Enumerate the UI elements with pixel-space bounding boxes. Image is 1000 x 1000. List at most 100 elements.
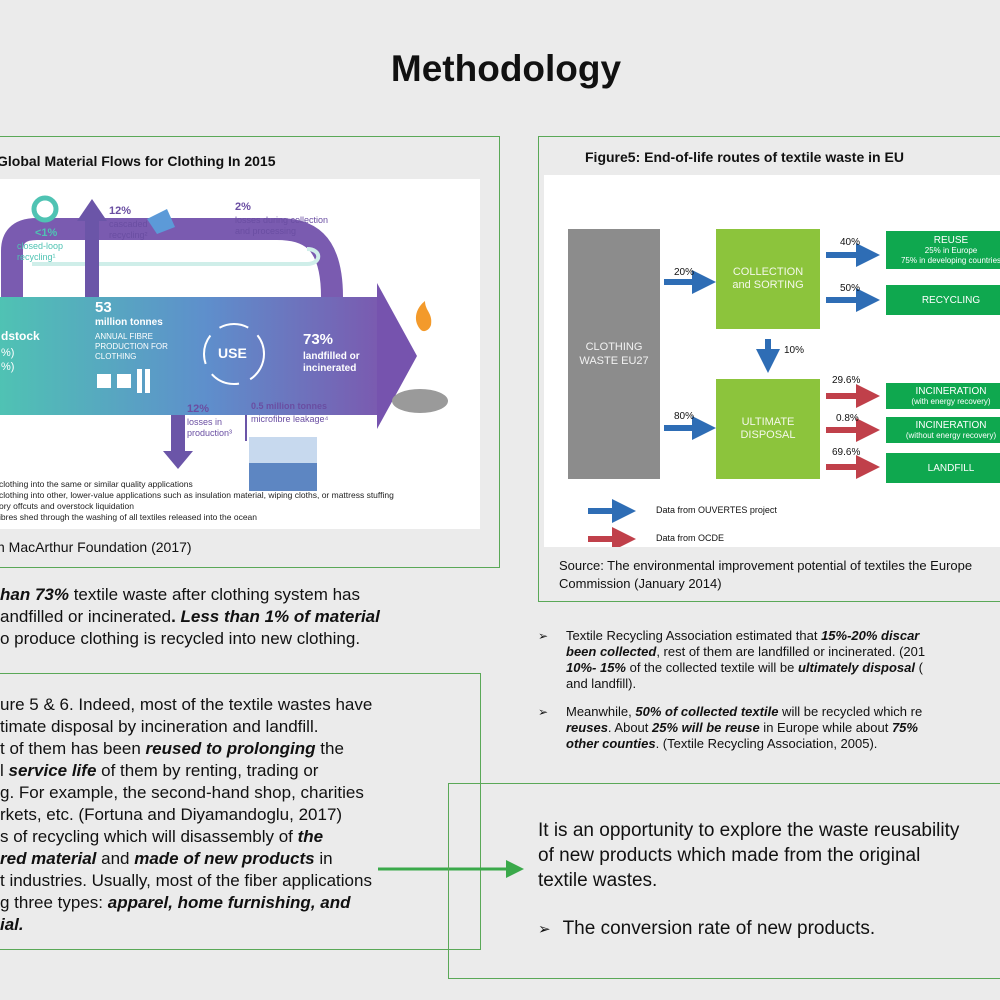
feedstock-label: dstock bbox=[1, 329, 40, 343]
bullet-2-about: . About bbox=[607, 720, 653, 735]
ultimate-disposal-label: ULTIMATE DISPOSAL bbox=[740, 416, 796, 441]
opportunity-bullet-arrow-icon: ➢ bbox=[538, 921, 551, 938]
bullet-2-other-counties: other counties bbox=[566, 736, 656, 751]
bullet-1-10-15: 10%- 15% bbox=[566, 660, 626, 675]
closed-loop-icon bbox=[31, 195, 59, 223]
incineration-energy-sub: (with energy recovery) bbox=[911, 396, 991, 406]
incineration-no-energy-title: INCINERATION bbox=[915, 419, 987, 431]
waste-pile-icon bbox=[392, 389, 448, 413]
bullet-1-collected: been collected bbox=[566, 644, 657, 659]
eol-arrows-svg bbox=[588, 243, 880, 547]
reuse-box: REUSE 25% in Europe 75% in developing co… bbox=[886, 231, 1000, 269]
bullet-2-50-percent: 50% of collected textile bbox=[635, 704, 779, 719]
ultimate-disposal-box: ULTIMATE DISPOSAL bbox=[716, 379, 820, 479]
cascaded-pct: 12% bbox=[109, 205, 132, 217]
production-loss-label: losses in production³ bbox=[187, 417, 233, 438]
clothing-icon bbox=[97, 374, 111, 388]
summary-less-1-percent: Less than 1% of material bbox=[180, 607, 380, 626]
production-loss-arrow bbox=[163, 451, 193, 469]
discussion-line-8: red material and made of new products in bbox=[0, 848, 333, 870]
discussion-line-10a: g three types: bbox=[0, 893, 108, 912]
landfill-pct: 73% bbox=[303, 331, 334, 348]
footnote-1: clothing into the same or similar qualit… bbox=[0, 479, 193, 489]
opportunity-bullet: ➢ The conversion rate of new products. bbox=[538, 918, 875, 940]
discussion-new-products: made of new products bbox=[134, 849, 315, 868]
tonnes-desc: ANNUAL FIBRE PRODUCTION FOR CLOTHING bbox=[95, 332, 168, 361]
discussion-line-4a: l bbox=[0, 761, 9, 780]
fire-icon bbox=[415, 301, 432, 332]
figure-right-source-1: Source: The environmental improvement po… bbox=[559, 558, 973, 573]
losses-label: losses during collection and processing bbox=[235, 215, 329, 236]
main-flow-band bbox=[0, 297, 377, 415]
bullet-2-75-percent: 75% bbox=[891, 720, 918, 735]
discussion-line-11-text: ial. bbox=[0, 915, 24, 934]
discussion-line-11: ial. bbox=[0, 914, 24, 936]
landfill-label: LANDFILL bbox=[927, 462, 975, 474]
summary-line-2-start: andfilled or incinerated bbox=[0, 607, 172, 626]
cloth-scrap-icon bbox=[147, 209, 175, 234]
discussion-in: in bbox=[314, 849, 333, 868]
discussion-the: the bbox=[297, 827, 324, 846]
bullet-2-line-2d: in Europe while about bbox=[759, 720, 892, 735]
discussion-line-3a: t of them has been bbox=[0, 739, 146, 758]
summary-line-1: han 73% textile waste after clothing sys… bbox=[0, 584, 360, 606]
incineration-energy-box: INCINERATION (with energy recovery) bbox=[886, 383, 1000, 409]
incineration-no-energy-box: INCINERATION (without energy recovery) bbox=[886, 417, 1000, 443]
figure-left-caption: Global Material Flows for Clothing In 20… bbox=[0, 153, 276, 169]
opportunity-line-3: textile wastes. bbox=[538, 870, 658, 891]
main-flow-arrowhead bbox=[377, 283, 417, 429]
discussion-service-life: service life bbox=[8, 761, 97, 780]
use-label: USE bbox=[218, 345, 247, 361]
pct-0-8: 0.8% bbox=[836, 413, 859, 424]
reuse-title: REUSE bbox=[933, 234, 969, 246]
pct-29-6: 29.6% bbox=[832, 375, 861, 386]
discussion-line-4c: of them by renting, trading or bbox=[96, 761, 319, 780]
landfill-box: LANDFILL bbox=[886, 453, 1000, 483]
bullet-2-25-percent: 25% will be reuse bbox=[652, 720, 760, 735]
discussion-box bbox=[0, 673, 481, 950]
reuse-europe: 25% in Europe bbox=[924, 245, 978, 255]
pct-50: 50% bbox=[840, 283, 861, 294]
opportunity-bullet-text: The conversion rate of new products. bbox=[562, 918, 876, 939]
collection-sorting-box: COLLECTION and SORTING bbox=[716, 229, 820, 329]
bullet-1: ➢ Textile Recycling Association estimate… bbox=[538, 628, 1000, 692]
clothing-waste-box: CLOTHING WASTE EU27 bbox=[568, 229, 660, 479]
collection-sorting-label: COLLECTION and SORTING bbox=[732, 266, 804, 291]
connector-arrow-icon bbox=[378, 860, 524, 878]
bullet-1-discarded: 15%-20% discar bbox=[821, 628, 920, 643]
bullet-2-arrow-icon: ➢ bbox=[538, 705, 549, 719]
summary-73-percent: han 73% bbox=[0, 585, 69, 604]
bullet-1-line-3d: ( bbox=[915, 660, 923, 675]
summary-line-1-rest: textile waste after clothing system has bbox=[68, 585, 361, 604]
recycling-box: RECYCLING bbox=[886, 285, 1000, 315]
discussion-line-3c: the bbox=[315, 739, 344, 758]
production-loss-pct: 12% bbox=[187, 403, 210, 415]
loop-band bbox=[0, 218, 343, 298]
summary-line-2-dot: . bbox=[171, 607, 181, 626]
closed-loop-pct: <1% bbox=[35, 227, 58, 239]
opportunity-line-2: of new products which made from the orig… bbox=[538, 845, 921, 866]
microfibre-value: 0.5 million tonnes bbox=[251, 401, 328, 411]
bullet-1-line-3b: of the collected textile will be bbox=[625, 660, 798, 675]
recycling-label: RECYCLING bbox=[921, 294, 981, 306]
summary-line-2: andfilled or incinerated. Less than 1% o… bbox=[0, 606, 380, 628]
figure-right-source-2: Commission (January 2014) bbox=[559, 576, 722, 591]
landfill-label: landfilled or incinerated bbox=[303, 351, 360, 374]
bullet-1-line-2b: , rest of them are landfilled or inciner… bbox=[656, 644, 926, 659]
discussion-reused: reused to prolonging bbox=[145, 739, 316, 758]
bullet-2-line-1c: will be recycled which re bbox=[778, 704, 923, 719]
discussion-line-10: g three types: apparel, home furnishing,… bbox=[0, 892, 350, 914]
page-title: Methodology bbox=[390, 48, 622, 89]
legend-red-label: Data from OCDE bbox=[656, 533, 725, 543]
bullet-2-line-1a: Meanwhile, bbox=[566, 704, 636, 719]
use-cycle bbox=[203, 323, 265, 385]
flow-diagram-svg bbox=[0, 195, 448, 491]
bullet-1-ultimately: ultimately disposal bbox=[797, 660, 916, 675]
reuse-developing: 75% in developing countries bbox=[900, 255, 1000, 265]
discussion-line-7a: s of recycling which will disassembly of bbox=[0, 827, 298, 846]
figure-right-box: Figure5: End-of-life routes of textile w… bbox=[538, 136, 1000, 602]
bullet-1-line-4: and landfill). bbox=[566, 676, 637, 691]
summary-line-3: o produce clothing is recycled into new … bbox=[0, 629, 361, 648]
discussion-line-2: timate disposal by incineration and land… bbox=[0, 717, 319, 736]
figure-left-box: Global Material Flows for Clothing In 20… bbox=[0, 136, 500, 568]
